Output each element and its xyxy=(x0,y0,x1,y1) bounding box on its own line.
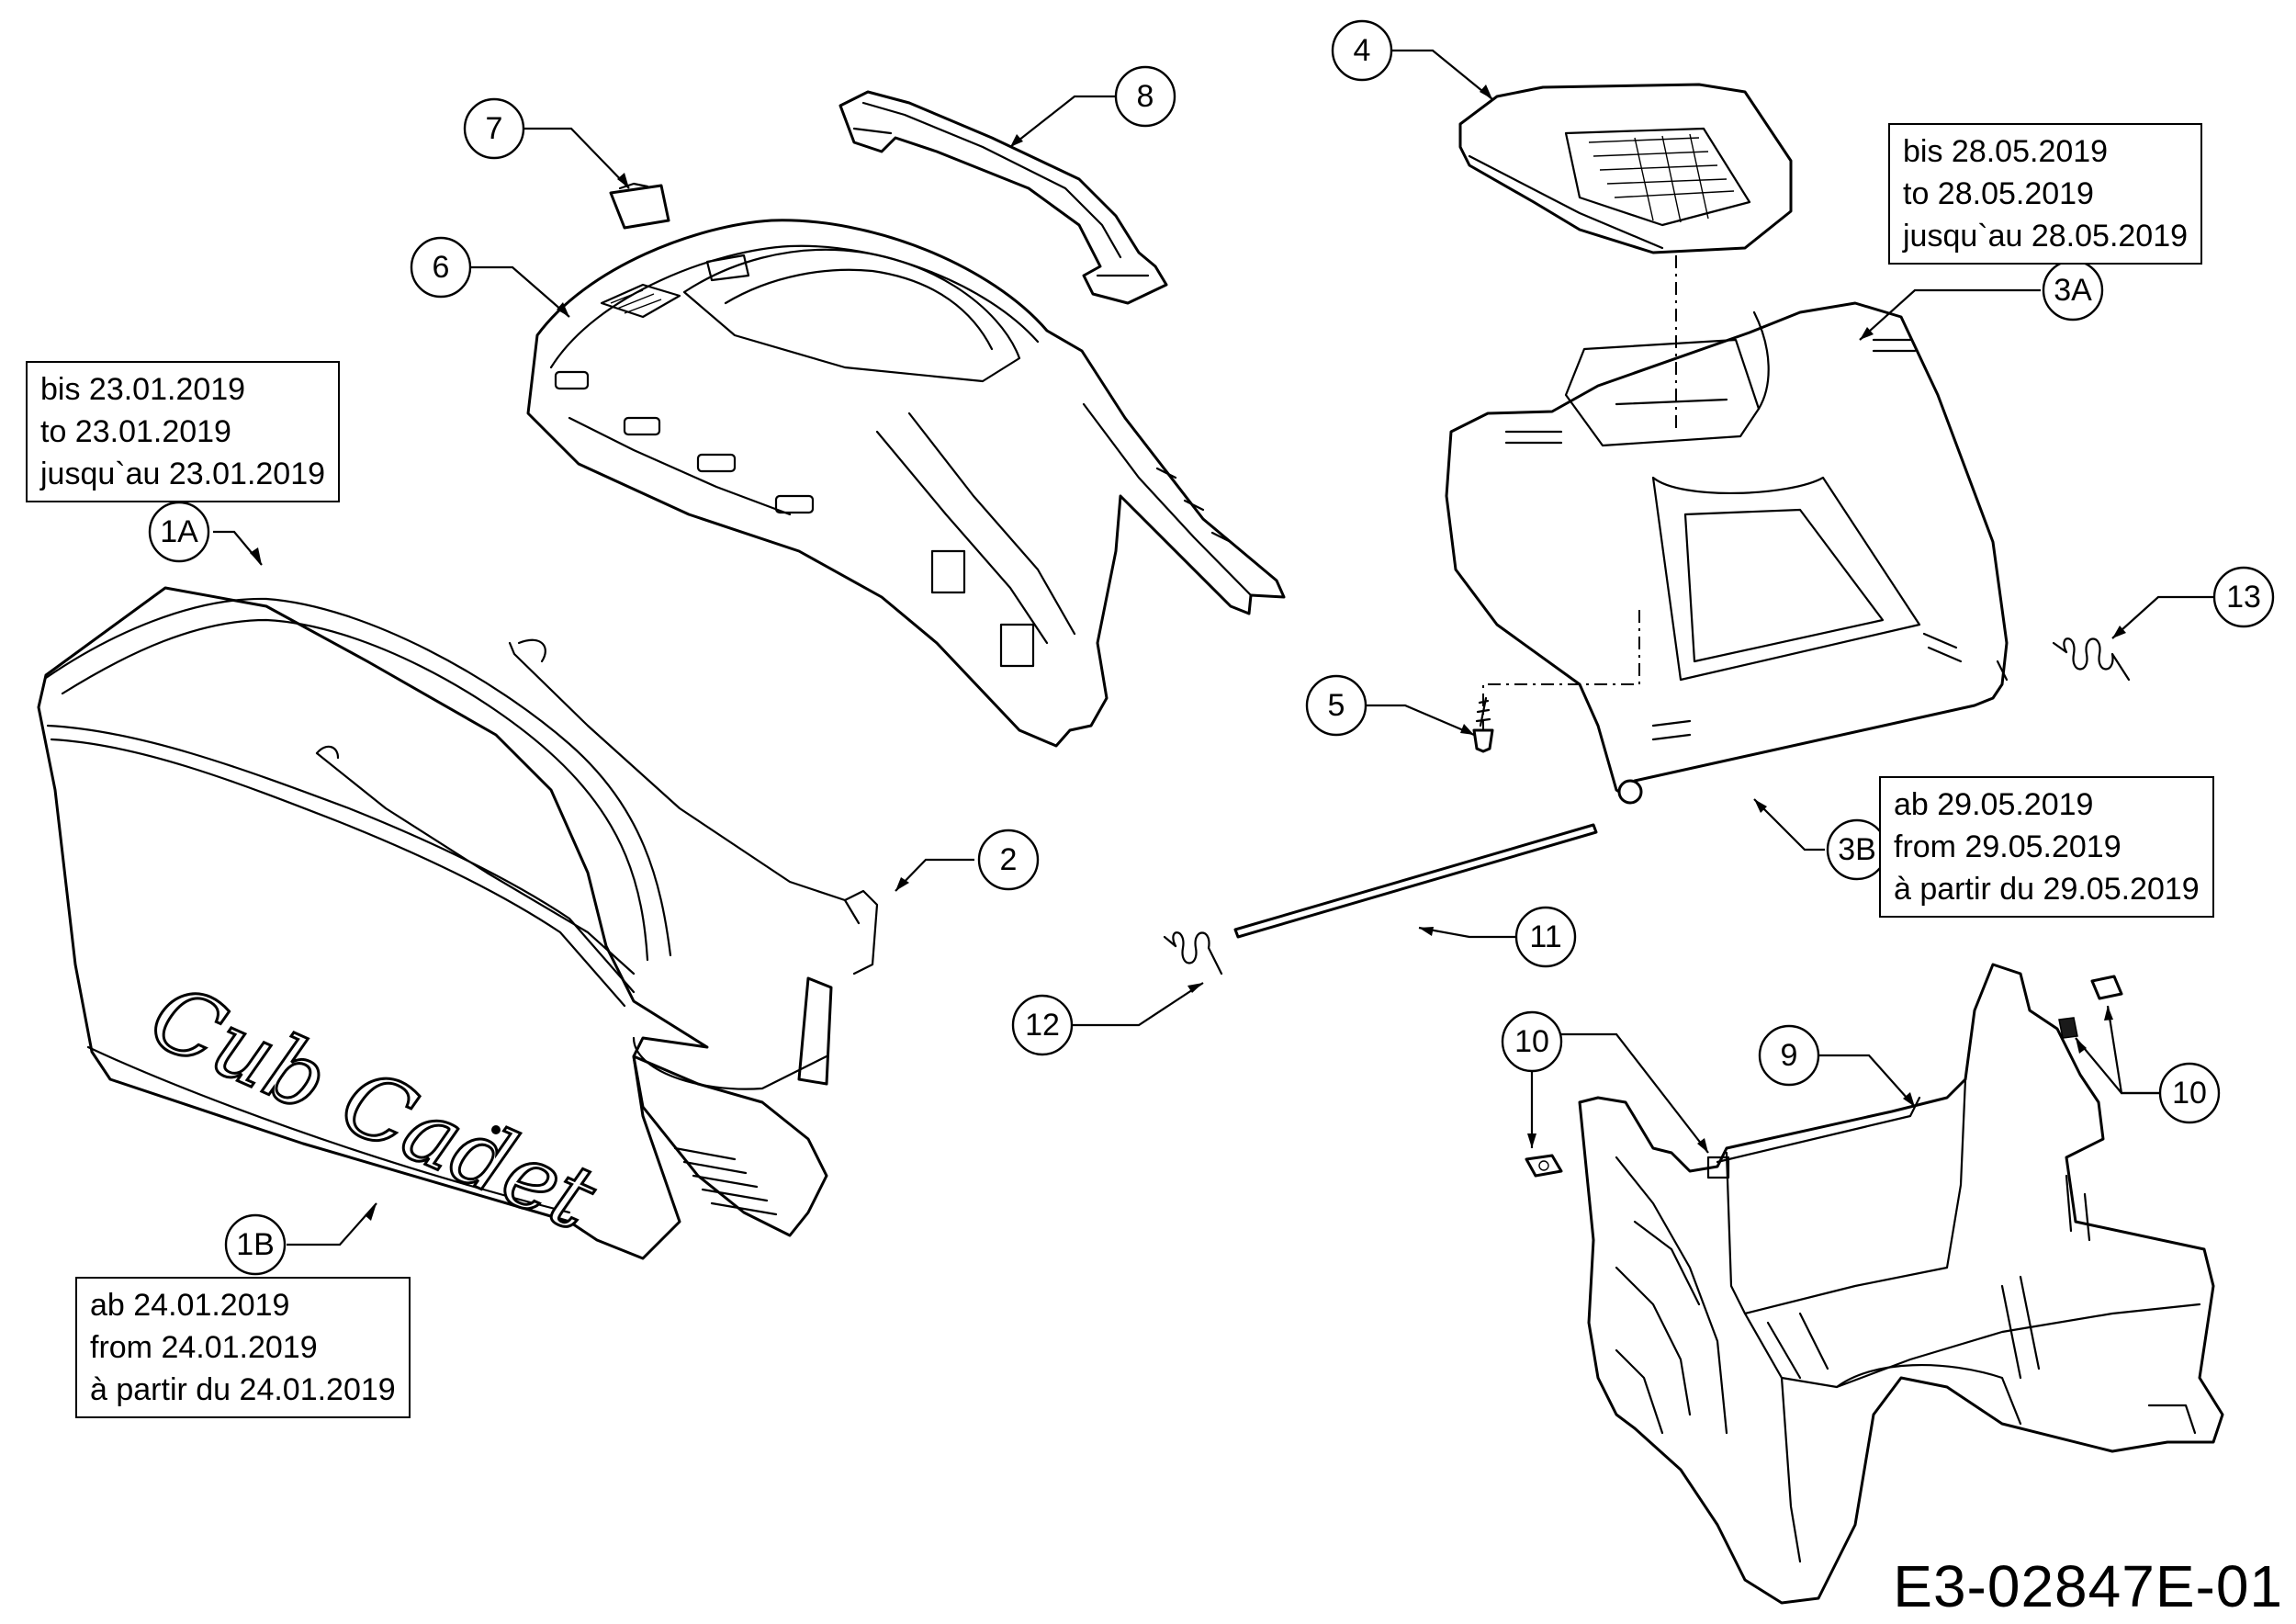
balloon-label: 7 xyxy=(486,111,503,146)
balloon-label: 2 xyxy=(1000,842,1018,877)
part-7-clip xyxy=(609,182,670,230)
balloon-7: 7 xyxy=(463,97,525,160)
balloon-4: 4 xyxy=(1331,19,1393,82)
balloon-1B: 1B xyxy=(224,1213,287,1276)
part-10-nuts xyxy=(1525,975,2123,1178)
balloon-8: 8 xyxy=(1114,65,1176,128)
document-code: E3-02847E-01 xyxy=(1893,1553,2283,1619)
balloon-label: 10 xyxy=(1514,1024,1549,1059)
note-line: bis 23.01.2019 xyxy=(40,372,246,407)
balloon-label: 5 xyxy=(1328,688,1345,723)
balloon-label: 3B xyxy=(1838,832,1876,867)
part-3-rear-cover xyxy=(1445,301,2009,805)
note-line: bis 28.05.2019 xyxy=(1903,134,2109,169)
note-line: jusqu`au 28.05.2019 xyxy=(1903,219,2189,254)
note-line: ab 29.05.2019 xyxy=(1894,787,2094,822)
note-line: ab 24.01.2019 xyxy=(90,1288,290,1323)
note-line: from 29.05.2019 xyxy=(1894,829,2122,864)
balloon-label: 4 xyxy=(1354,33,1371,68)
balloon-11: 11 xyxy=(1514,906,1577,968)
balloon-label: 9 xyxy=(1781,1038,1798,1073)
note-1B-date: ab 24.01.2019 from 24.01.2019 à partir d… xyxy=(75,1277,411,1418)
balloon-label: 8 xyxy=(1137,79,1154,114)
balloon-label: 1A xyxy=(160,514,198,549)
note-line: to 23.01.2019 xyxy=(40,414,231,449)
part-6-cover-frame xyxy=(526,219,1286,748)
balloon-label: 11 xyxy=(1529,919,1561,954)
balloon-13: 13 xyxy=(2212,566,2275,628)
note-line: à partir du 29.05.2019 xyxy=(1894,872,2200,907)
balloon-label: 12 xyxy=(1025,1008,1060,1043)
note-1A-date: bis 23.01.2019 to 23.01.2019 jusqu`au 23… xyxy=(26,361,341,502)
part-4-vent-cover xyxy=(1458,83,1793,254)
note-3A-date: bis 28.05.2019 to 28.05.2019 jusqu`au 28… xyxy=(1888,123,2203,265)
balloon-label: 10 xyxy=(2172,1076,2207,1111)
part-13-spring xyxy=(2052,637,2131,682)
balloon-10-right: 10 xyxy=(2158,1062,2221,1124)
balloon-2: 2 xyxy=(977,829,1040,891)
part-9-housing xyxy=(1578,963,2224,1605)
balloon-label: 3A xyxy=(2054,273,2092,308)
balloon-label: 13 xyxy=(2226,580,2261,615)
balloon-3B: 3B xyxy=(1826,818,1888,881)
part-12-spring xyxy=(1163,931,1223,976)
part-11-rod xyxy=(1233,823,1598,939)
note-line: to 28.05.2019 xyxy=(1903,176,2094,211)
balloon-label: 6 xyxy=(433,250,450,285)
balloon-10-left: 10 xyxy=(1501,1010,1563,1073)
part-5-screw xyxy=(1472,696,1494,753)
note-line: jusqu`au 23.01.2019 xyxy=(40,457,326,491)
balloon-9: 9 xyxy=(1758,1024,1820,1087)
leader-lines xyxy=(213,49,2213,1246)
note-3B-date: ab 29.05.2019 from 29.05.2019 à partir d… xyxy=(1879,776,2214,918)
note-line: à partir du 24.01.2019 xyxy=(90,1372,396,1407)
balloon-12: 12 xyxy=(1011,994,1074,1056)
part-1-grass-bag: Cub Cadet xyxy=(37,586,879,1260)
balloon-1A: 1A xyxy=(148,501,210,563)
balloon-3A: 3A xyxy=(2042,259,2104,321)
balloon-6: 6 xyxy=(410,236,472,299)
balloon-label: 1B xyxy=(236,1227,275,1262)
alignment-line-5 xyxy=(1482,606,1640,733)
balloon-5: 5 xyxy=(1305,674,1367,737)
note-line: from 24.01.2019 xyxy=(90,1330,318,1365)
part-8-handle xyxy=(838,90,1168,305)
